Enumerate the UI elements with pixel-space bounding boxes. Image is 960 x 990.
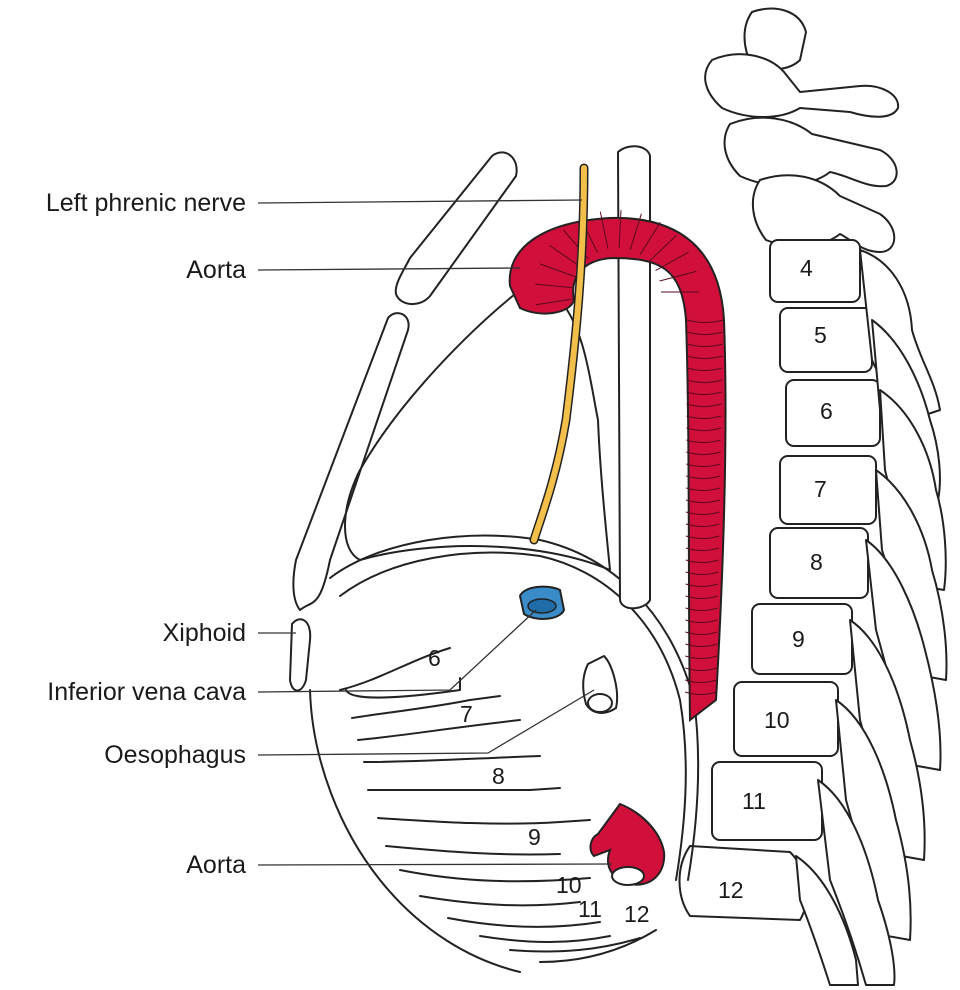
aorta-ring-stroke xyxy=(685,679,717,683)
aorta-ring-stroke xyxy=(686,379,723,383)
aorta-ring-stroke xyxy=(655,251,689,272)
label-inferior-vena-cava: Inferior vena cava xyxy=(47,678,246,706)
rib-number: 11 xyxy=(578,896,602,922)
rib-number: 8 xyxy=(492,763,505,789)
vertebra-number: 8 xyxy=(810,549,823,575)
label-aorta-upper: Aorta xyxy=(186,256,246,284)
aorta-ring-stroke xyxy=(686,415,722,419)
aorta-ring-stroke xyxy=(686,475,721,479)
aorta-ring-stroke xyxy=(685,571,719,575)
aorta-ring-stroke xyxy=(685,559,719,563)
vertebra-number: 11 xyxy=(742,788,766,814)
aorta-ring-stroke xyxy=(659,270,697,282)
xiphoid-process xyxy=(289,618,312,692)
left-phrenic-nerve-fill xyxy=(531,165,587,543)
aorta-ring-stroke xyxy=(685,499,720,503)
aorta-ring-stroke xyxy=(686,451,721,455)
rib-number: 12 xyxy=(624,901,650,927)
aorta-ring-stroke xyxy=(648,235,677,262)
rib-numbers: 6 7 8 9 10 11 12 xyxy=(428,645,650,927)
aorta-ring-stroke xyxy=(639,222,661,255)
aorta-ring-stroke xyxy=(686,403,722,407)
aorta-ring-stroke xyxy=(686,367,723,371)
aorta-ring-stroke xyxy=(685,631,718,635)
label-left-phrenic-nerve: Left phrenic nerve xyxy=(46,189,246,217)
leader-lines xyxy=(257,199,613,866)
vertebra-number: 6 xyxy=(820,398,833,424)
aorta-ring-stroke xyxy=(685,655,718,659)
aorta-ring-stroke xyxy=(618,210,622,249)
aorta-ring-stroke xyxy=(685,619,718,623)
rib-number: 9 xyxy=(528,824,541,850)
pleural-cavity-outline xyxy=(344,289,611,571)
aorta-ring-stroke xyxy=(685,607,718,611)
vertebra-number: 12 xyxy=(718,877,744,903)
vertebra-number: 9 xyxy=(792,626,805,652)
aorta-ring-stroke xyxy=(549,244,582,268)
oesophagus xyxy=(582,145,651,714)
aorta-ring-stroke xyxy=(535,283,574,289)
rib-number: 10 xyxy=(556,872,582,898)
structure-labels: Left phrenic nerve Aorta Xiphoid Inferio… xyxy=(46,189,246,879)
aorta-ring-stroke xyxy=(686,427,722,431)
vertebra-number: 7 xyxy=(814,476,827,502)
rib-number: 7 xyxy=(460,701,473,727)
vertebra-number: 10 xyxy=(764,707,790,733)
aorta-ring-stroke xyxy=(686,331,723,335)
aorta-ring-stroke xyxy=(685,535,720,539)
aorta-ring-stroke xyxy=(629,213,642,251)
aorta-ring-stroke xyxy=(685,643,718,647)
aorta-ring-stroke xyxy=(539,263,576,278)
aorta xyxy=(508,210,727,886)
vertebra-numbers: 4 5 6 7 8 9 10 11 12 xyxy=(718,255,833,903)
aorta-ring-stroke xyxy=(685,523,720,527)
vertebra-number: 5 xyxy=(814,322,827,348)
aorta-ring-stroke xyxy=(686,319,724,323)
aorta-ring-stroke xyxy=(684,691,717,695)
vertebra-number: 4 xyxy=(800,255,813,281)
aorta-ring-stroke xyxy=(686,439,721,443)
aorta-ring-stroke xyxy=(686,391,722,395)
vertebral-column xyxy=(678,7,948,986)
aorta-ring-stroke xyxy=(685,595,719,599)
aorta-ring-stroke xyxy=(686,343,723,347)
aorta-ring-stroke xyxy=(686,355,723,359)
aorta-arch xyxy=(508,216,727,723)
aorta-ring-stroke xyxy=(685,583,719,587)
aorta-ring-stroke xyxy=(685,511,720,515)
sternum xyxy=(289,151,518,692)
aorta-ring-stroke xyxy=(685,667,717,671)
aorta-arch-rings xyxy=(535,210,724,695)
label-oesophagus: Oesophagus xyxy=(104,741,246,769)
aorta-ring-stroke xyxy=(685,547,720,551)
aorta-ring-stroke xyxy=(686,463,721,467)
rib-number: 6 xyxy=(428,645,441,671)
label-xiphoid: Xiphoid xyxy=(163,619,246,647)
aorta-ring-stroke xyxy=(686,487,721,491)
label-aorta-lower: Aorta xyxy=(186,851,246,879)
aorta-ring-stroke xyxy=(599,211,609,250)
aorta-ring-stroke xyxy=(535,298,574,306)
inferior-vena-cava xyxy=(518,585,566,620)
